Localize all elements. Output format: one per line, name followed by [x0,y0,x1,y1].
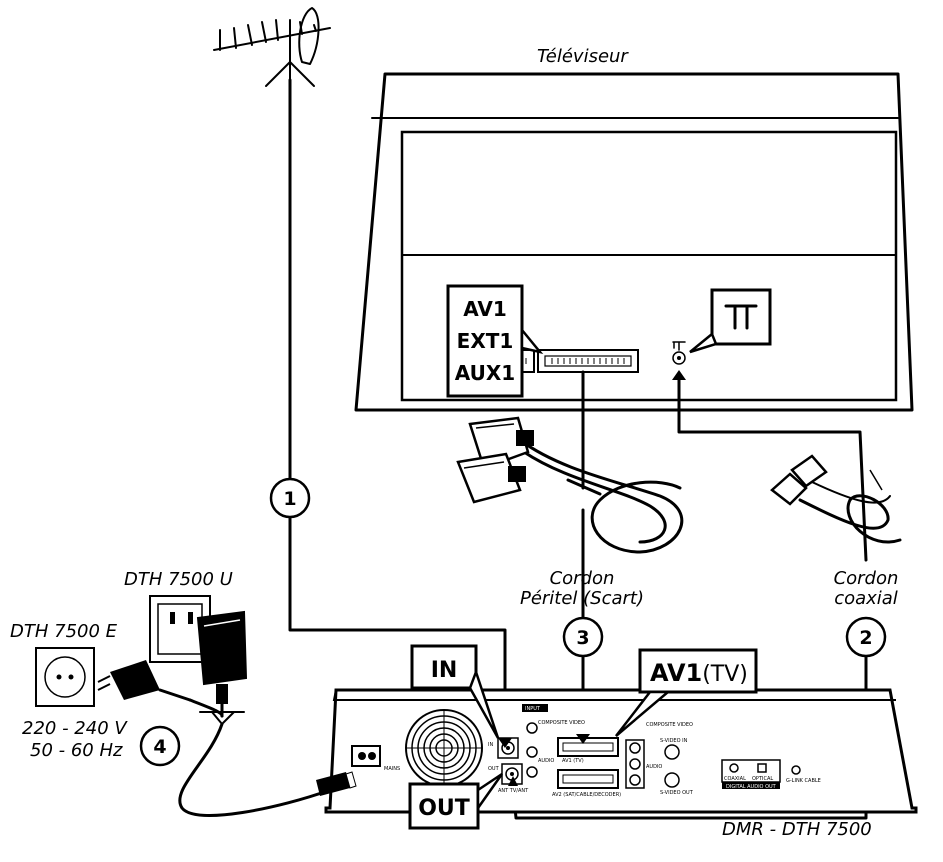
power-cable [178,698,357,817]
step-3-number: 3 [576,627,589,649]
svideo-out-text: S-VIDEO OUT [660,790,694,796]
composite-video-2-text: COMPOSITE VIDEO [646,722,693,728]
audio-2-text: AUDIO [646,764,662,770]
av1-suffix: (TV) [702,662,748,687]
recorder-av2-scart: AV2 (SAT/CABLE/DECODER) [552,769,621,798]
scart-cable-label-1: Cordon [550,568,615,589]
svideo-in-text: S-VIDEO IN [660,738,688,744]
antenna-cable [288,78,507,744]
composite-video-1-text: COMPOSITE VIDEO [538,720,585,726]
input-text: INPUT [525,706,541,712]
tv-ext1-label: EXT1 [457,329,514,353]
g-link-text: G-LINK CABLE [786,778,821,784]
rf-out-text: OUT [488,766,500,772]
power-frequency: 50 - 60 Hz [30,740,123,761]
step-2-number: 2 [859,627,872,649]
tv-antenna-socket [672,341,686,365]
antenna [213,7,331,87]
digital-audio-out: COAXIAL OPTICAL DIGITAL AUDIO OUT G-LINK… [721,759,821,790]
tv-title: Téléviseur [537,46,629,67]
out-callout: OUT [408,772,504,830]
av1-label: AV1 [650,659,702,687]
uk-plug [196,610,248,718]
out-label: OUT [418,796,470,821]
step-4-circle: 4 [139,725,181,767]
eu-wall-socket [35,647,95,707]
av1-tv-label: AV1(TV) [650,659,748,687]
step-3-circle: 3 [562,616,604,658]
step-1-number: 1 [283,488,296,510]
tv-antenna-callout [689,288,772,354]
step-4-number: 4 [153,736,166,758]
connection-arrows [498,370,686,786]
audio-1-text: AUDIO [538,758,554,764]
tv-aux1-label: AUX1 [455,361,515,385]
tv-scart-pins [551,358,625,364]
mains-socket: MAINS [351,745,400,772]
av1-tv-callout: AV1(TV) [615,648,758,737]
coaxial-text: COAXIAL [724,776,746,782]
ant-tv-text: ANT TV/ANT [498,788,529,794]
eu-plug [97,660,192,702]
rf-in-text: IN [488,742,493,748]
in-label: IN [431,658,458,683]
in-callout: IN [410,644,500,739]
recorder-model: DMR - DTH 7500 [722,819,872,840]
optical-text: OPTICAL [752,776,773,782]
recorder-av1-scart: AV1 (TV) [557,737,619,764]
power-voltage: 220 - 240 V [22,718,128,739]
step-1-circle: 1 [269,477,311,519]
av1-tv-text: AV1 (TV) [562,758,584,764]
step-2-circle: 2 [845,616,887,658]
scart-cable [456,370,684,744]
tv-av1-label: AV1 [463,297,507,321]
coax-cable-label-1: Cordon [834,568,899,589]
recorder: MAINS IN OUT ANT TV/ANT INPUT COMPOSITE … [324,688,918,814]
tv-set [354,72,914,412]
antenna-symbol-icon [724,304,758,330]
coax-cable-label-2: coaxial [834,588,898,609]
scart-cable-label-2: Péritel (Scart) [520,588,644,609]
power-model-e: DTH 7500 E [10,621,118,642]
fan-grille [405,709,483,787]
av2-text: AV2 (SAT/CABLE/DECODER) [552,792,621,798]
tv-scart-callout: AV1 EXT1 AUX1 [446,284,544,398]
power-model-u: DTH 7500 U [124,569,233,590]
digital-audio-out-text: DIGITAL AUDIO OUT [726,784,777,790]
mains-text: MAINS [384,766,400,772]
